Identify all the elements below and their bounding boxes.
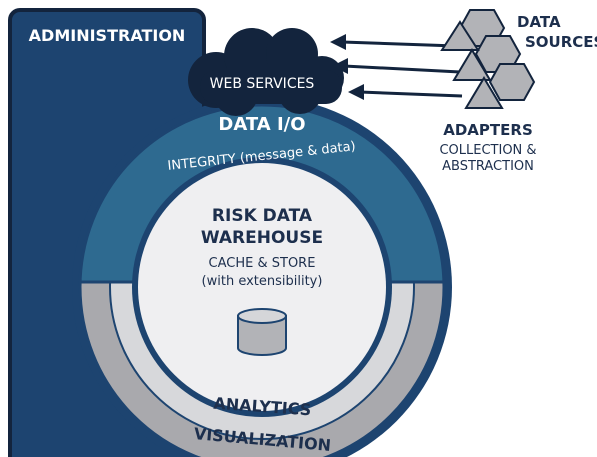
adapters-line1: COLLECTION & <box>439 143 536 158</box>
warehouse-title-line1: RISK DATA <box>212 206 313 226</box>
hexagon-3 <box>488 63 536 101</box>
triangle-3 <box>464 76 504 109</box>
adapters-line2: ABSTRACTION <box>442 159 534 174</box>
database-icon <box>237 308 287 356</box>
triangle-1 <box>440 20 480 51</box>
triangle-2 <box>452 48 492 81</box>
arrow-middle <box>343 64 461 74</box>
administration-label: ADMINISTRATION <box>29 26 186 45</box>
data-sources-line1: DATA <box>517 13 561 31</box>
web-services-label: WEB SERVICES <box>210 76 315 92</box>
data-io-title: DATA I/O <box>218 114 305 135</box>
arrow-bottom <box>359 90 463 98</box>
web-services-cloud: WEB SERVICES <box>188 28 344 116</box>
warehouse-core <box>138 163 386 411</box>
arrows <box>330 34 463 100</box>
arrow-top <box>341 40 457 48</box>
data-source-shapes <box>440 9 536 109</box>
warehouse-title-line2: WAREHOUSE <box>201 228 323 248</box>
data-sources-line2: SOURCES <box>525 33 597 51</box>
warehouse-sub-line2: (with extensibility) <box>202 274 323 289</box>
adapters-title: ADAPTERS <box>443 121 533 139</box>
core-rings <box>72 97 452 457</box>
warehouse-sub-line1: CACHE & STORE <box>209 256 316 271</box>
